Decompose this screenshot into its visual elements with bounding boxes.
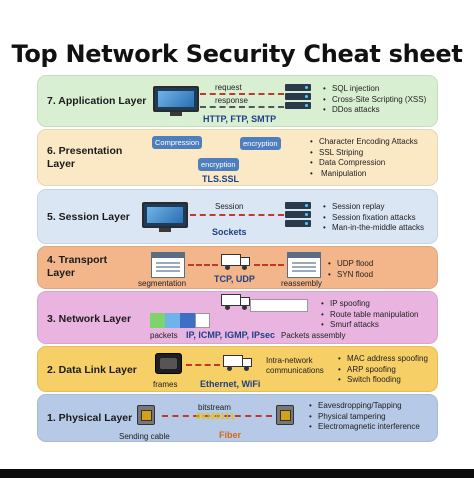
attack-item: Character Encoding Attacks [310,137,418,148]
ethernet-port-icon [135,403,157,427]
bitstream-label: bitstream [198,403,231,412]
bitstream-value: 00100111 [196,412,235,421]
attack-list: UDP flood SYN flood [328,259,373,280]
request-label: request [215,83,242,92]
server-icon [285,84,311,110]
packets-label: packets [150,331,178,340]
truck-icon [221,294,251,310]
packet-strip [150,313,212,328]
protocols: TCP, UDP [214,274,255,284]
attack-item: Man-in-the-middle attacks [323,223,424,234]
encryption-tag: encryption [240,137,281,150]
attack-item: Switch flooding [338,375,428,386]
layer-name: 2. Data Link Layer [47,364,137,376]
protocols: HTTP, FTP, SMTP [203,114,277,124]
attack-item: SQL injection [323,84,426,95]
attack-item: DDos attacks [323,105,426,116]
page-title: Top Network Security Cheat sheet [11,40,463,68]
communications-label: communications [266,366,324,375]
session-label: Session [215,202,244,211]
attack-item: SSL Striping [310,148,418,159]
protocols: Fiber [219,430,242,440]
transport-line [254,264,284,266]
attack-list: MAC address spoofing ARP spoofing Switch… [338,354,428,386]
server-icon [285,202,311,228]
packets-assembly-label: Packets assembly [281,331,346,340]
layer-physical: 1. Physical Layer Sending cable bitstrea… [37,394,438,442]
layer-presentation: 6. Presentation Layer Compression encryp… [37,129,438,186]
sending-cable-label: Sending cable [119,432,170,441]
layer-name: 1. Physical Layer [47,412,133,424]
packet-block [165,313,180,328]
computer-icon [153,86,199,116]
attack-item: UDP flood [328,259,373,270]
truck-icon [221,254,251,270]
frames-label: frames [153,380,178,389]
segmentation-label: segmentation [138,279,187,288]
attack-item: SYN flood [328,270,373,281]
ethernet-port-icon [274,403,296,427]
layer-name: 5. Session Layer [47,211,130,223]
layer-transport: 4. Transport Layer segmentation TCP, UDP… [37,246,438,289]
response-line [200,106,284,108]
attack-list: Eavesdropping/Tapping Physical tampering… [309,401,420,433]
attack-list: Character Encoding Attacks SSL Striping … [310,137,418,179]
packet-block [150,313,165,328]
attack-item: Eavesdropping/Tapping [309,401,420,412]
layer-name: 7. Application Layer [47,95,147,107]
assembled-packet [250,299,308,312]
frame-line [186,364,220,366]
packet-block [195,313,210,328]
layer-name-line: Layer [47,267,76,280]
response-label: response [215,96,248,105]
attack-item-continued: Manipulation [310,169,418,180]
layer-name: 4. Transport Layer [47,254,107,280]
attack-item: Physical tampering [309,412,420,423]
compression-tag: Compression [152,136,203,149]
attack-item: ARP spoofing [338,365,428,376]
layer-name-line: Layer [47,158,76,171]
attack-item: Session fixation attacks [323,213,424,224]
browser-window-icon [287,252,321,278]
protocols: Ethernet, WiFi [200,379,261,389]
truck-icon [223,355,253,371]
session-line [190,214,284,216]
protocols: Sockets [212,227,247,237]
transport-line [188,264,218,266]
packet-block [180,313,195,328]
attack-item: Data Compression [310,158,418,169]
layer-network: 3. Network Layer packets IP, ICMP, IGMP,… [37,291,438,344]
attack-item: Route table manipulation [321,310,419,321]
layer-session: 5. Session Layer Session Sockets Session… [37,189,438,244]
attack-item: Smurf attacks [321,320,419,331]
computer-icon [142,202,188,232]
layer-application: 7. Application Layer request response HT… [37,75,438,127]
footer-bar [0,469,474,478]
attack-item: Electromagnetic interference [309,422,420,433]
layer-name: 3. Network Layer [47,313,132,325]
encryption-tag: encryption [198,158,239,171]
layer-name: 6. Presentation Layer [47,145,122,171]
attack-list: SQL injection Cross-Site Scripting (XSS)… [323,84,426,116]
browser-window-icon [151,252,185,278]
attack-list: IP spoofing Route table manipulation Smu… [321,299,419,331]
reassembly-label: reassembly [281,279,322,288]
layer-name-line: 6. Presentation [47,145,123,157]
layer-name-line: 4. Transport [47,254,108,266]
attack-list: Session replay Session fixation attacks … [323,202,424,234]
attack-item: Session replay [323,202,424,213]
attack-item: IP spoofing [321,299,419,310]
intra-network-label: Intra-network [266,356,313,365]
attack-item: MAC address spoofing [338,354,428,365]
network-card-icon [155,353,182,374]
protocols: TLS.SSL [202,174,240,184]
layer-datalink: 2. Data Link Layer frames Ethernet, WiFi… [37,346,438,392]
protocols: IP, ICMP, IGMP, IPsec [186,330,276,340]
attack-item: Cross-Site Scripting (XSS) [323,95,426,106]
request-line [200,93,284,95]
bitstream-line [162,415,272,417]
